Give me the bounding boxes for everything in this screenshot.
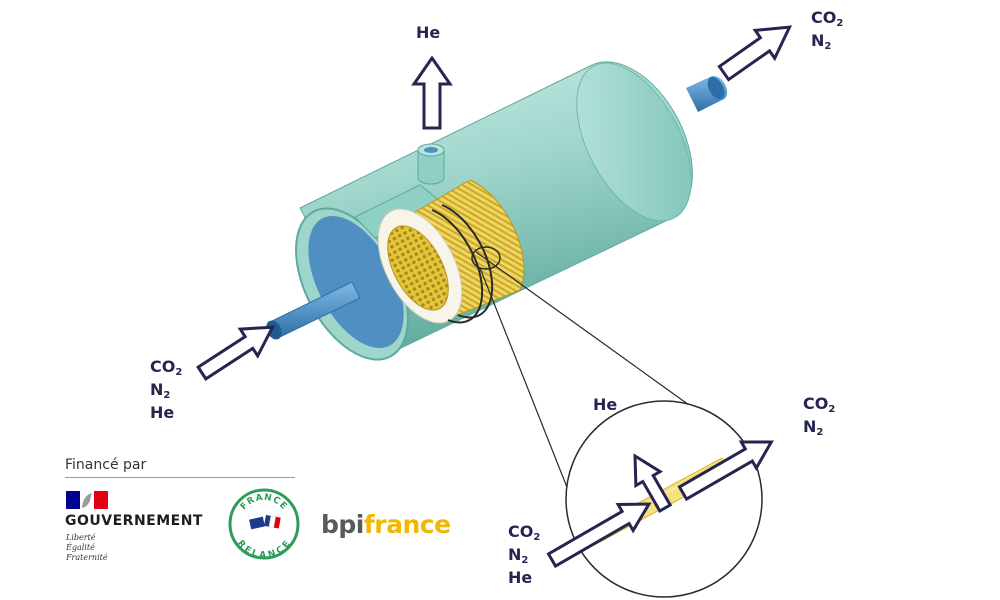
zoom-source-circle [471, 246, 501, 270]
detail-retentate-co2: CO2 [803, 394, 836, 415]
module-end-cap [576, 62, 692, 222]
detail-feed-arrow [546, 502, 652, 569]
detail-feed-n2: N2 [508, 545, 529, 566]
right-outlet-n2: N2 [811, 31, 832, 52]
retentate-outlet-arrow [717, 25, 793, 82]
detail-feed-he: He [508, 568, 533, 587]
feed-inlet-arrow [196, 325, 275, 381]
bpifrance-logo: bpifrance [321, 510, 451, 539]
right-outlet-label: CO2 N2 [811, 6, 843, 52]
detail-permeate-he: He [593, 395, 618, 414]
permeate-he-arrow [411, 55, 453, 130]
permeate-outlet-port [417, 143, 445, 185]
france-relance-seal: FRANCE RELANCE [228, 488, 300, 560]
retentate-outlet-pipe [686, 75, 728, 112]
zoom-line-upper [475, 251, 697, 411]
hollow-fiber-bundle [377, 179, 525, 324]
top-outlet-label: He [416, 21, 440, 44]
top-outlet-he: He [416, 23, 441, 42]
funding-divider [65, 477, 295, 478]
left-inlet-he: He [150, 403, 175, 422]
detail-permeate-he-arrow [633, 453, 673, 514]
funding-caption: Financé par [65, 457, 147, 473]
detail-feed-label: CO2 N2 He [508, 520, 540, 589]
left-inlet-label: CO2 N2 He [150, 355, 182, 424]
detail-retentate-label: CO2 N2 [803, 392, 835, 438]
zoom-line-lower [479, 267, 581, 521]
gouvernement-wordmark: GOUVERNEMENT [65, 513, 203, 529]
detail-retentate-arrow [677, 440, 774, 502]
marianne-flag-icon [66, 491, 108, 509]
membrane-module [266, 61, 728, 361]
left-inlet-co2: CO2 [150, 357, 183, 378]
detail-retentate-n2: N2 [803, 417, 824, 438]
gouvernement-motto: Liberté Égalité Fraternité [66, 533, 108, 562]
detail-feed-co2: CO2 [508, 522, 541, 543]
right-outlet-co2: CO2 [811, 8, 844, 29]
detail-permeate-label: He [593, 393, 617, 416]
seal-flags-icon [249, 515, 281, 530]
left-inlet-n2: N2 [150, 380, 171, 401]
